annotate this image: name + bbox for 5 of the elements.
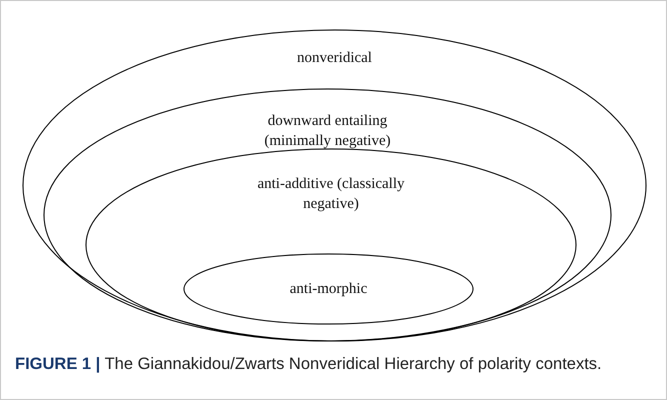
set-label: anti-additive (classically negative) (256, 175, 406, 214)
figure-caption: FIGURE 1 | The Giannakidou/Zwarts Nonveridical Hierarchy of polarity contexts. (15, 354, 603, 375)
set-label: nonveridical (296, 49, 373, 68)
set-label: anti-morphic (288, 280, 368, 299)
set-label: downward entailing (minimally negative) (263, 112, 392, 151)
